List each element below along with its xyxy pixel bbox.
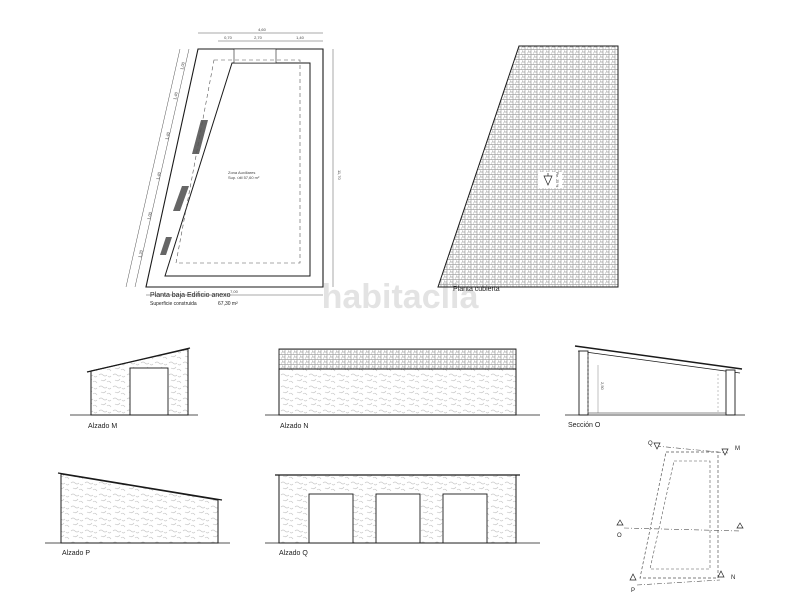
plan-inner-wall — [164, 62, 311, 277]
dim-right: 11,70 — [337, 170, 342, 180]
elevation-n: Alzado N — [265, 348, 540, 430]
floor-plan: 4,60 0,70 2,70 1,40 11,70 7,00 1,00 1,40… — [125, 27, 342, 307]
dim-bottom: 7,00 — [230, 289, 239, 294]
plan-area-label: Superficie construida — [150, 301, 197, 307]
plan-area-value: 67,30 m² — [218, 301, 238, 307]
slope-arrow-icon — [543, 173, 553, 186]
key-q-arrow-icon — [653, 442, 661, 450]
key-n-arrow-icon — [717, 570, 725, 578]
dim-top-total: 4,60 — [258, 27, 267, 32]
roof-plan-title: Planta cubierta — [453, 286, 500, 293]
plan-door-top — [233, 48, 277, 64]
room-area: Sup. útil 57,60 m² — [228, 175, 260, 180]
key-o-right-arrow-icon — [736, 522, 744, 529]
elevation-m: Alzado M — [70, 347, 198, 430]
key-o-left-arrow-icon — [616, 519, 624, 526]
key-plan: Q M O P N — [616, 441, 744, 594]
elevation-q-door-1 — [308, 493, 354, 544]
section-o-title: Sección O — [568, 422, 601, 429]
dim-left-2: 1,40 — [172, 91, 179, 100]
roof-plan-outline — [437, 45, 619, 288]
plan-window-3 — [160, 237, 172, 255]
section-o-height: 2,50 — [600, 382, 605, 391]
dim-left-6: 1,20 — [137, 249, 144, 258]
elevation-q-title: Alzado Q — [279, 550, 308, 557]
plan-outer-wall — [145, 48, 324, 288]
roof-plan: Pte. 25 % Planta cubierta — [437, 45, 619, 293]
elevation-q-door-3 — [442, 493, 488, 544]
dim-left-3: 1,40 — [164, 131, 171, 140]
dim-top-c: 1,40 — [296, 35, 305, 40]
dim-top-b: 2,70 — [254, 35, 263, 40]
key-plan-inner — [649, 460, 711, 570]
elevation-p-wall — [60, 473, 219, 544]
elevation-n-wall — [278, 368, 517, 416]
key-label-m: M — [735, 446, 740, 452]
section-o: 2,50 Sección O — [565, 345, 745, 429]
dim-left-4: 1,40 — [155, 171, 162, 180]
elevation-q-door-2 — [375, 493, 421, 544]
elevation-p: Alzado P — [45, 472, 230, 557]
dim-left-5: 1,00 — [146, 211, 153, 220]
dim-left-1: 1,00 — [179, 61, 186, 70]
plan-window-1 — [192, 120, 208, 154]
plan-roof-outline — [175, 59, 301, 264]
key-m-arrow-icon — [721, 448, 729, 456]
key-plan-outer — [639, 451, 719, 579]
elevation-n-title: Alzado N — [280, 423, 308, 430]
elevation-m-door — [129, 367, 169, 416]
room-name: Zona Auxiliares — [228, 170, 255, 175]
key-label-o: O — [617, 533, 622, 539]
plan-title: Planta baja Edificio anexo — [150, 292, 231, 299]
plan-window-2 — [173, 186, 189, 211]
key-label-p: P — [631, 588, 635, 594]
elevation-m-title: Alzado M — [88, 423, 117, 430]
key-label-n: N — [731, 575, 735, 581]
elevation-n-roof-tiles — [278, 348, 517, 370]
roof-slope: Pte. 25 % — [555, 172, 559, 187]
section-o-right-wall — [725, 369, 736, 416]
elevation-p-title: Alzado P — [62, 550, 90, 557]
key-p-arrow-icon — [629, 573, 637, 581]
dim-top-a: 0,70 — [224, 35, 233, 40]
elevation-q: Alzado Q — [265, 474, 540, 557]
section-o-left-wall — [578, 350, 589, 416]
key-label-q: Q — [648, 441, 653, 447]
